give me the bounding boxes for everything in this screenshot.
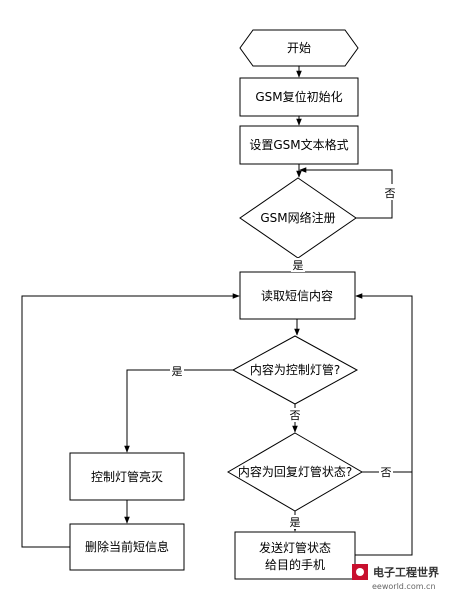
delete-sms-label: 删除当前短信息 (85, 539, 169, 554)
send-status-label-line1: 发送灯管状态 (259, 540, 331, 555)
edge-control-yes (124, 369, 233, 453)
text-format-node: 设置GSM文本格式 (239, 125, 359, 165)
network-reg-label: GSM网络注册 (260, 210, 335, 225)
control-light-node: 控制灯管亮灭 (69, 452, 185, 501)
label-yes-status: 是 (290, 516, 301, 529)
read-sms-label: 读取短信内容 (261, 288, 333, 303)
is-status-label: 内容为回复灯管状态? (238, 464, 352, 479)
watermark-title: 电子工程世界 (373, 565, 439, 579)
watermark-url: eeworld.com.cn (372, 582, 436, 591)
gsm-reset-node: GSM复位初始化 (239, 77, 359, 117)
label-no-control: 否 (290, 409, 301, 422)
text-format-label: 设置GSM文本格式 (249, 137, 348, 152)
label-no-reg: 否 (385, 187, 396, 200)
start-node: 开始 (239, 29, 359, 67)
is-control-node: 内容为控制灯管? (231, 335, 359, 405)
read-sms-node: 读取短信内容 (239, 271, 356, 320)
watermark: 电子工程世界 eeworld.com.cn (352, 564, 439, 591)
send-status-node: 发送灯管状态 给目的手机 (234, 531, 356, 580)
gsm-reset-label: GSM复位初始化 (255, 89, 342, 104)
control-light-label: 控制灯管亮灭 (91, 469, 163, 484)
label-yes-reg: 是 (293, 259, 304, 272)
edge-delete-loop (21, 293, 240, 548)
label-yes-control: 是 (172, 365, 183, 378)
network-reg-node: GSM网络注册 (239, 177, 357, 259)
is-control-label: 内容为控制灯管? (250, 362, 340, 377)
is-status-node: 内容为回复灯管状态? (227, 432, 363, 512)
delete-sms-node: 删除当前短信息 (69, 523, 185, 571)
start-label: 开始 (287, 41, 311, 55)
send-status-label-line2: 给目的手机 (265, 557, 325, 572)
edge-send-loop (355, 472, 413, 556)
edge-status-no-loop (355, 293, 413, 473)
label-no-status: 否 (381, 466, 392, 479)
